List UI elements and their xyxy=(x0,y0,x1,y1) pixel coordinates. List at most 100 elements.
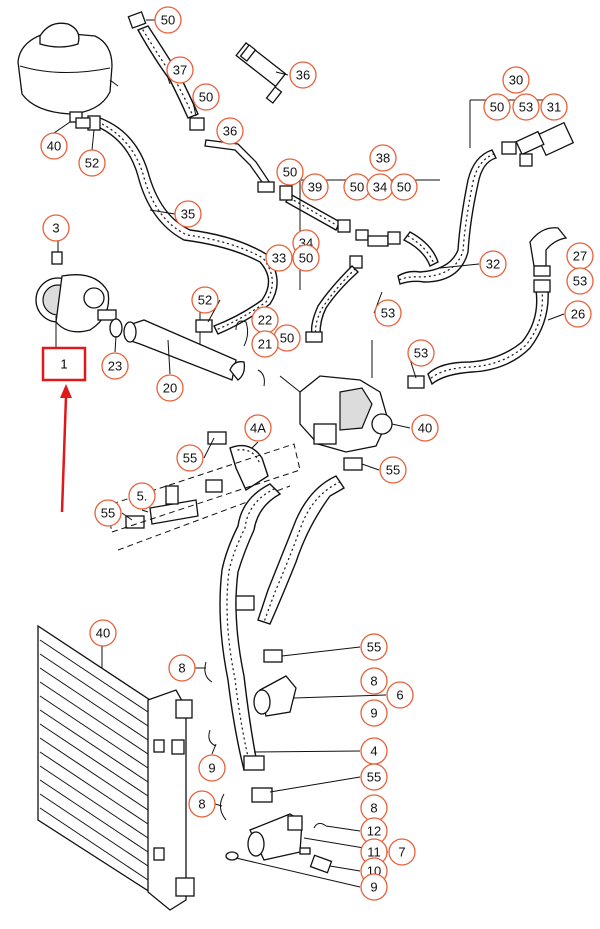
thermostat-housing xyxy=(279,340,425,453)
callout-text: 37 xyxy=(173,63,187,78)
hose-26 xyxy=(427,227,568,386)
callout-53: 53 xyxy=(566,267,594,295)
callout-30: 30 xyxy=(502,66,530,94)
callout-text: 39 xyxy=(308,180,322,195)
callout-text: 26 xyxy=(571,307,585,322)
callout-40: 40 xyxy=(40,132,68,160)
water-pump xyxy=(35,238,117,333)
callout-text: 34 xyxy=(373,180,387,195)
callout-text: 50 xyxy=(350,180,364,195)
callout-text: 36 xyxy=(223,124,237,139)
callout-50: 50 xyxy=(343,173,371,201)
callout-text: 50 xyxy=(397,180,411,195)
callout-text: 8 xyxy=(178,661,185,676)
callout-55: 55 xyxy=(379,456,407,484)
callout-55: 55 xyxy=(176,444,204,472)
callout-text: 9 xyxy=(370,880,377,895)
callout-38: 38 xyxy=(369,144,397,172)
callout-text: 21 xyxy=(258,337,272,352)
hose-4 xyxy=(219,475,345,771)
callout-52: 52 xyxy=(191,286,219,314)
callout-text: 55 xyxy=(183,451,197,466)
callout-text: 53 xyxy=(381,306,395,321)
callout-text: 50 xyxy=(280,331,294,346)
callout-text: 5. xyxy=(137,489,148,504)
callout-6: 6 xyxy=(386,681,414,709)
callout-text: 38 xyxy=(376,151,390,166)
callout-text: 31 xyxy=(547,100,561,115)
callout-text: 11 xyxy=(367,845,381,860)
callout-40: 40 xyxy=(411,414,439,442)
callout-8: 8 xyxy=(168,654,196,682)
callout-31: 31 xyxy=(540,93,568,121)
callout-50: 50 xyxy=(192,83,220,111)
callout-text: 4 xyxy=(370,744,377,759)
highlight-marker xyxy=(41,346,87,513)
callout-7: 7 xyxy=(388,838,416,866)
callout-text: 3 xyxy=(52,221,59,236)
callout-text: 7 xyxy=(398,845,405,860)
callout-text: 9 xyxy=(370,706,377,721)
callout-12: 12 xyxy=(360,817,388,845)
callout-text: 8 xyxy=(198,797,205,812)
callout-3: 3 xyxy=(42,214,70,242)
callout-33: 33 xyxy=(265,244,293,272)
callout-text: 40 xyxy=(96,626,110,641)
callout-text: 40 xyxy=(418,421,432,436)
pipe-36 xyxy=(204,139,275,193)
callout-53: 53 xyxy=(512,93,540,121)
callout-text: 53 xyxy=(414,346,428,361)
callout-8: 8 xyxy=(360,667,388,695)
callout-text: 50 xyxy=(299,251,313,266)
callout-text: 55 xyxy=(101,506,115,521)
callout-text: 52 xyxy=(85,156,99,171)
callout-50: 50 xyxy=(390,173,418,201)
pipe-20 xyxy=(123,300,237,381)
callout-9: 9 xyxy=(360,699,388,727)
callout-text: 35 xyxy=(181,207,195,222)
callout-55: 55 xyxy=(360,633,388,661)
callout-text: 33 xyxy=(272,251,286,266)
o-ring-23 xyxy=(109,318,123,338)
callout-text: 50 xyxy=(199,90,213,105)
callout-text: 53 xyxy=(519,100,533,115)
callout-text: 23 xyxy=(108,359,122,374)
callout-20: 20 xyxy=(156,374,184,402)
callout-text: 9 xyxy=(208,761,215,776)
callout-text: 55 xyxy=(367,770,381,785)
callout-text: 50 xyxy=(161,13,175,28)
callout-22: 22 xyxy=(251,306,279,334)
callout-35: 35 xyxy=(174,200,202,228)
callout-11: 11 xyxy=(360,838,388,866)
connector-31 xyxy=(501,121,575,167)
callout-text: 22 xyxy=(258,313,272,328)
hose-33 xyxy=(305,265,360,343)
callout-50: 50 xyxy=(154,6,182,34)
callout-34: 34 xyxy=(366,173,394,201)
callout-text: 50 xyxy=(283,165,297,180)
callout-55: 55 xyxy=(360,763,388,791)
part-36-sensor xyxy=(235,42,287,104)
callout-5: 5. xyxy=(128,482,156,510)
callout-55: 55 xyxy=(94,499,122,527)
callout-36: 36 xyxy=(216,117,244,145)
callout-text: 30 xyxy=(509,73,523,88)
callout-text: 40 xyxy=(47,139,61,154)
clamp-55-housing xyxy=(343,457,363,471)
callout-4A: 4A xyxy=(244,414,272,442)
callout-text: 52 xyxy=(198,293,212,308)
callout-text: 50 xyxy=(490,100,504,115)
callout-36: 36 xyxy=(289,61,317,89)
connector-6 xyxy=(204,649,297,747)
callout-50: 50 xyxy=(273,324,301,352)
red-arrowhead-icon xyxy=(60,384,72,398)
callout-text: 36 xyxy=(296,68,310,83)
connector-7 xyxy=(220,787,333,874)
callout-23: 23 xyxy=(101,352,129,380)
red-arrow-icon xyxy=(60,395,68,513)
callout-21: 21 xyxy=(251,330,279,358)
callout-text: 4A xyxy=(250,421,266,436)
callout-text: 55 xyxy=(386,463,400,478)
expansion-tank xyxy=(17,22,119,123)
